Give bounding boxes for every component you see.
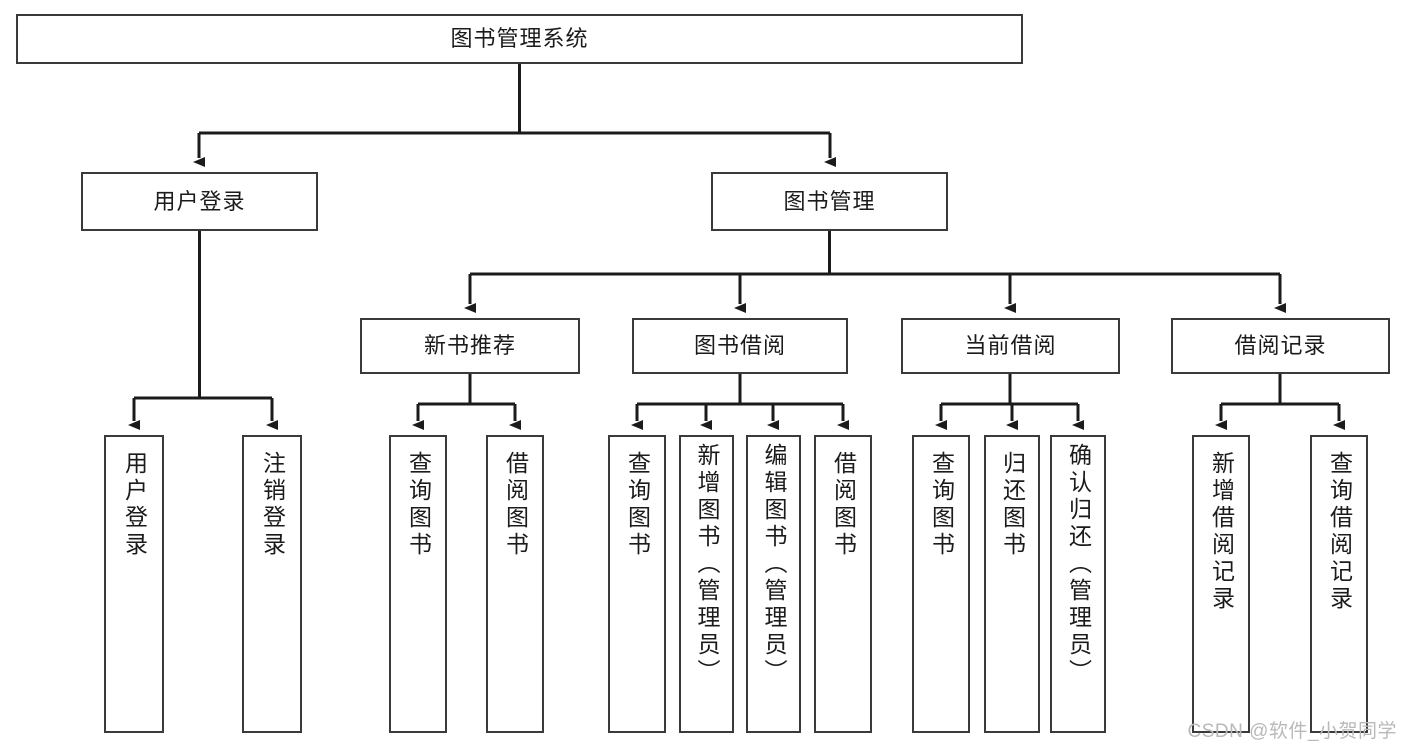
node-leaf-query-book-cur-label: 查询图书 <box>928 451 955 559</box>
node-leaf-return-book[interactable]: 归还图书 <box>984 435 1040 733</box>
node-borrow-record-label: 借阅记录 <box>1234 333 1327 359</box>
node-leaf-add-borrow-record[interactable]: 新增借阅记录 <box>1192 435 1250 733</box>
node-leaf-logout[interactable]: 注销登录 <box>242 435 302 733</box>
node-current-borrow[interactable]: 当前借阅 <box>901 318 1120 374</box>
node-leaf-borrow-book-rec[interactable]: 借阅图书 <box>486 435 544 733</box>
node-leaf-return-book-label: 归还图书 <box>999 451 1026 559</box>
node-leaf-user-login[interactable]: 用户登录 <box>104 435 164 733</box>
node-leaf-borrow-book-label: 借阅图书 <box>830 451 857 559</box>
node-book-manage-label: 图书管理 <box>783 188 876 214</box>
node-current-borrow-label: 当前借阅 <box>964 333 1057 359</box>
node-new-book-recommend-label: 新书推荐 <box>423 333 516 359</box>
node-leaf-query-book-rec[interactable]: 查询图书 <box>389 435 447 733</box>
node-leaf-query-book-cur[interactable]: 查询图书 <box>912 435 970 733</box>
node-leaf-borrow-book-rec-label: 借阅图书 <box>502 451 529 559</box>
node-root[interactable]: 图书管理系统 <box>16 14 1023 64</box>
node-user-login-label: 用户登录 <box>153 188 246 214</box>
node-leaf-query-borrow-record-label: 查询借阅记录 <box>1326 451 1353 613</box>
node-leaf-user-login-label: 用户登录 <box>121 451 148 559</box>
node-book-manage[interactable]: 图书管理 <box>711 172 948 231</box>
node-borrow-record[interactable]: 借阅记录 <box>1171 318 1390 374</box>
node-leaf-confirm-return-admin[interactable]: 确认归还（管理员） <box>1050 435 1106 733</box>
node-leaf-query-book-rec-label: 查询图书 <box>405 451 432 559</box>
node-leaf-add-book-admin[interactable]: 新增图书（管理员） <box>679 435 734 733</box>
node-leaf-edit-book-admin[interactable]: 编辑图书（管理员） <box>746 435 801 733</box>
node-leaf-borrow-book[interactable]: 借阅图书 <box>814 435 872 733</box>
node-leaf-add-book-admin-label: 新增图书（管理员） <box>694 443 720 686</box>
node-leaf-edit-book-admin-label: 编辑图书（管理员） <box>761 443 787 686</box>
node-leaf-query-book-borrow[interactable]: 查询图书 <box>608 435 666 733</box>
node-leaf-confirm-return-admin-label: 确认归还（管理员） <box>1065 443 1092 686</box>
node-user-login[interactable]: 用户登录 <box>81 172 318 231</box>
node-book-borrow-label: 图书借阅 <box>693 333 786 359</box>
node-new-book-recommend[interactable]: 新书推荐 <box>360 318 580 374</box>
node-book-borrow[interactable]: 图书借阅 <box>632 318 848 374</box>
node-leaf-query-book-borrow-label: 查询图书 <box>624 451 651 559</box>
node-leaf-add-borrow-record-label: 新增借阅记录 <box>1208 451 1235 613</box>
node-leaf-query-borrow-record[interactable]: 查询借阅记录 <box>1310 435 1368 733</box>
node-leaf-logout-label: 注销登录 <box>259 451 286 559</box>
csdn-watermark: CSDN @软件_小贺同学 <box>1187 721 1397 742</box>
node-root-label: 图书管理系统 <box>450 26 589 52</box>
